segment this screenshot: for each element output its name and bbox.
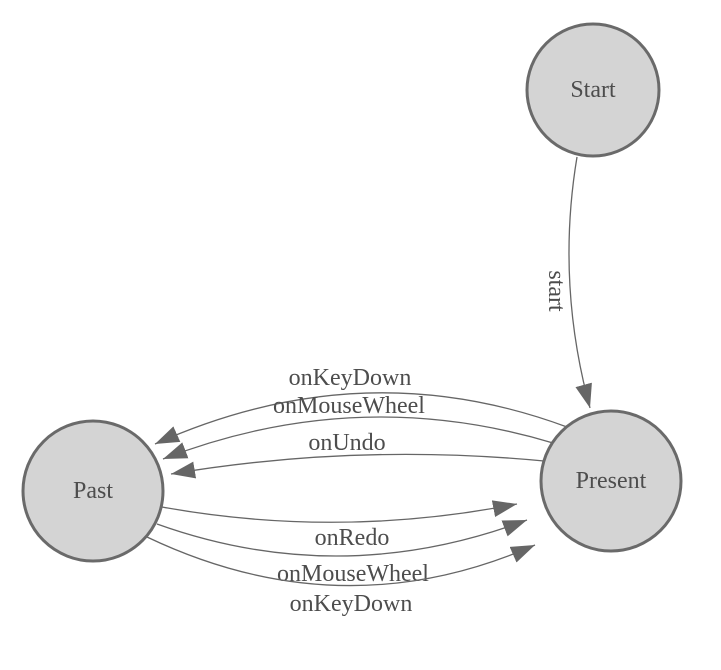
edge-start-to-present: start <box>543 156 592 409</box>
state-circle-present <box>539 409 683 553</box>
state-node-present: Present <box>539 409 683 553</box>
edge-path-onmousewheel-upper <box>162 416 554 460</box>
state-label-past: Past <box>73 478 113 504</box>
edge-path-onmousewheel-lower <box>156 519 528 557</box>
edge-path-onkeydown-lower <box>146 536 536 587</box>
edge-path-onundo <box>170 453 545 479</box>
edge-present-to-past-onmousewheel: onMouseWheel <box>162 393 554 460</box>
edge-path-start <box>568 156 592 409</box>
edge-label-start: start <box>543 270 569 312</box>
edge-past-to-present-onkeydown: onKeyDown <box>146 536 536 617</box>
edge-past-to-present-onredo: onRedo <box>161 500 518 551</box>
edge-path-onredo <box>161 500 518 523</box>
state-node-start: Start <box>525 22 661 158</box>
edge-present-to-past-onundo: onUndo <box>170 430 545 479</box>
state-label-present: Present <box>576 468 647 494</box>
state-node-past: Past <box>21 419 165 563</box>
state-circle-start <box>525 22 661 158</box>
edge-label-onkeydown-lower: onKeyDown <box>290 591 413 617</box>
edge-path-onkeydown-upper <box>154 392 568 445</box>
edge-label-onredo: onRedo <box>315 525 390 551</box>
edge-present-to-past-onkeydown: onKeyDown <box>154 365 568 445</box>
edge-label-onmousewheel-upper: onMouseWheel <box>273 393 425 419</box>
state-label-start: Start <box>570 77 616 103</box>
edge-label-onkeydown-upper: onKeyDown <box>289 365 412 391</box>
state-circle-past <box>21 419 165 563</box>
edge-label-onundo: onUndo <box>308 430 385 456</box>
